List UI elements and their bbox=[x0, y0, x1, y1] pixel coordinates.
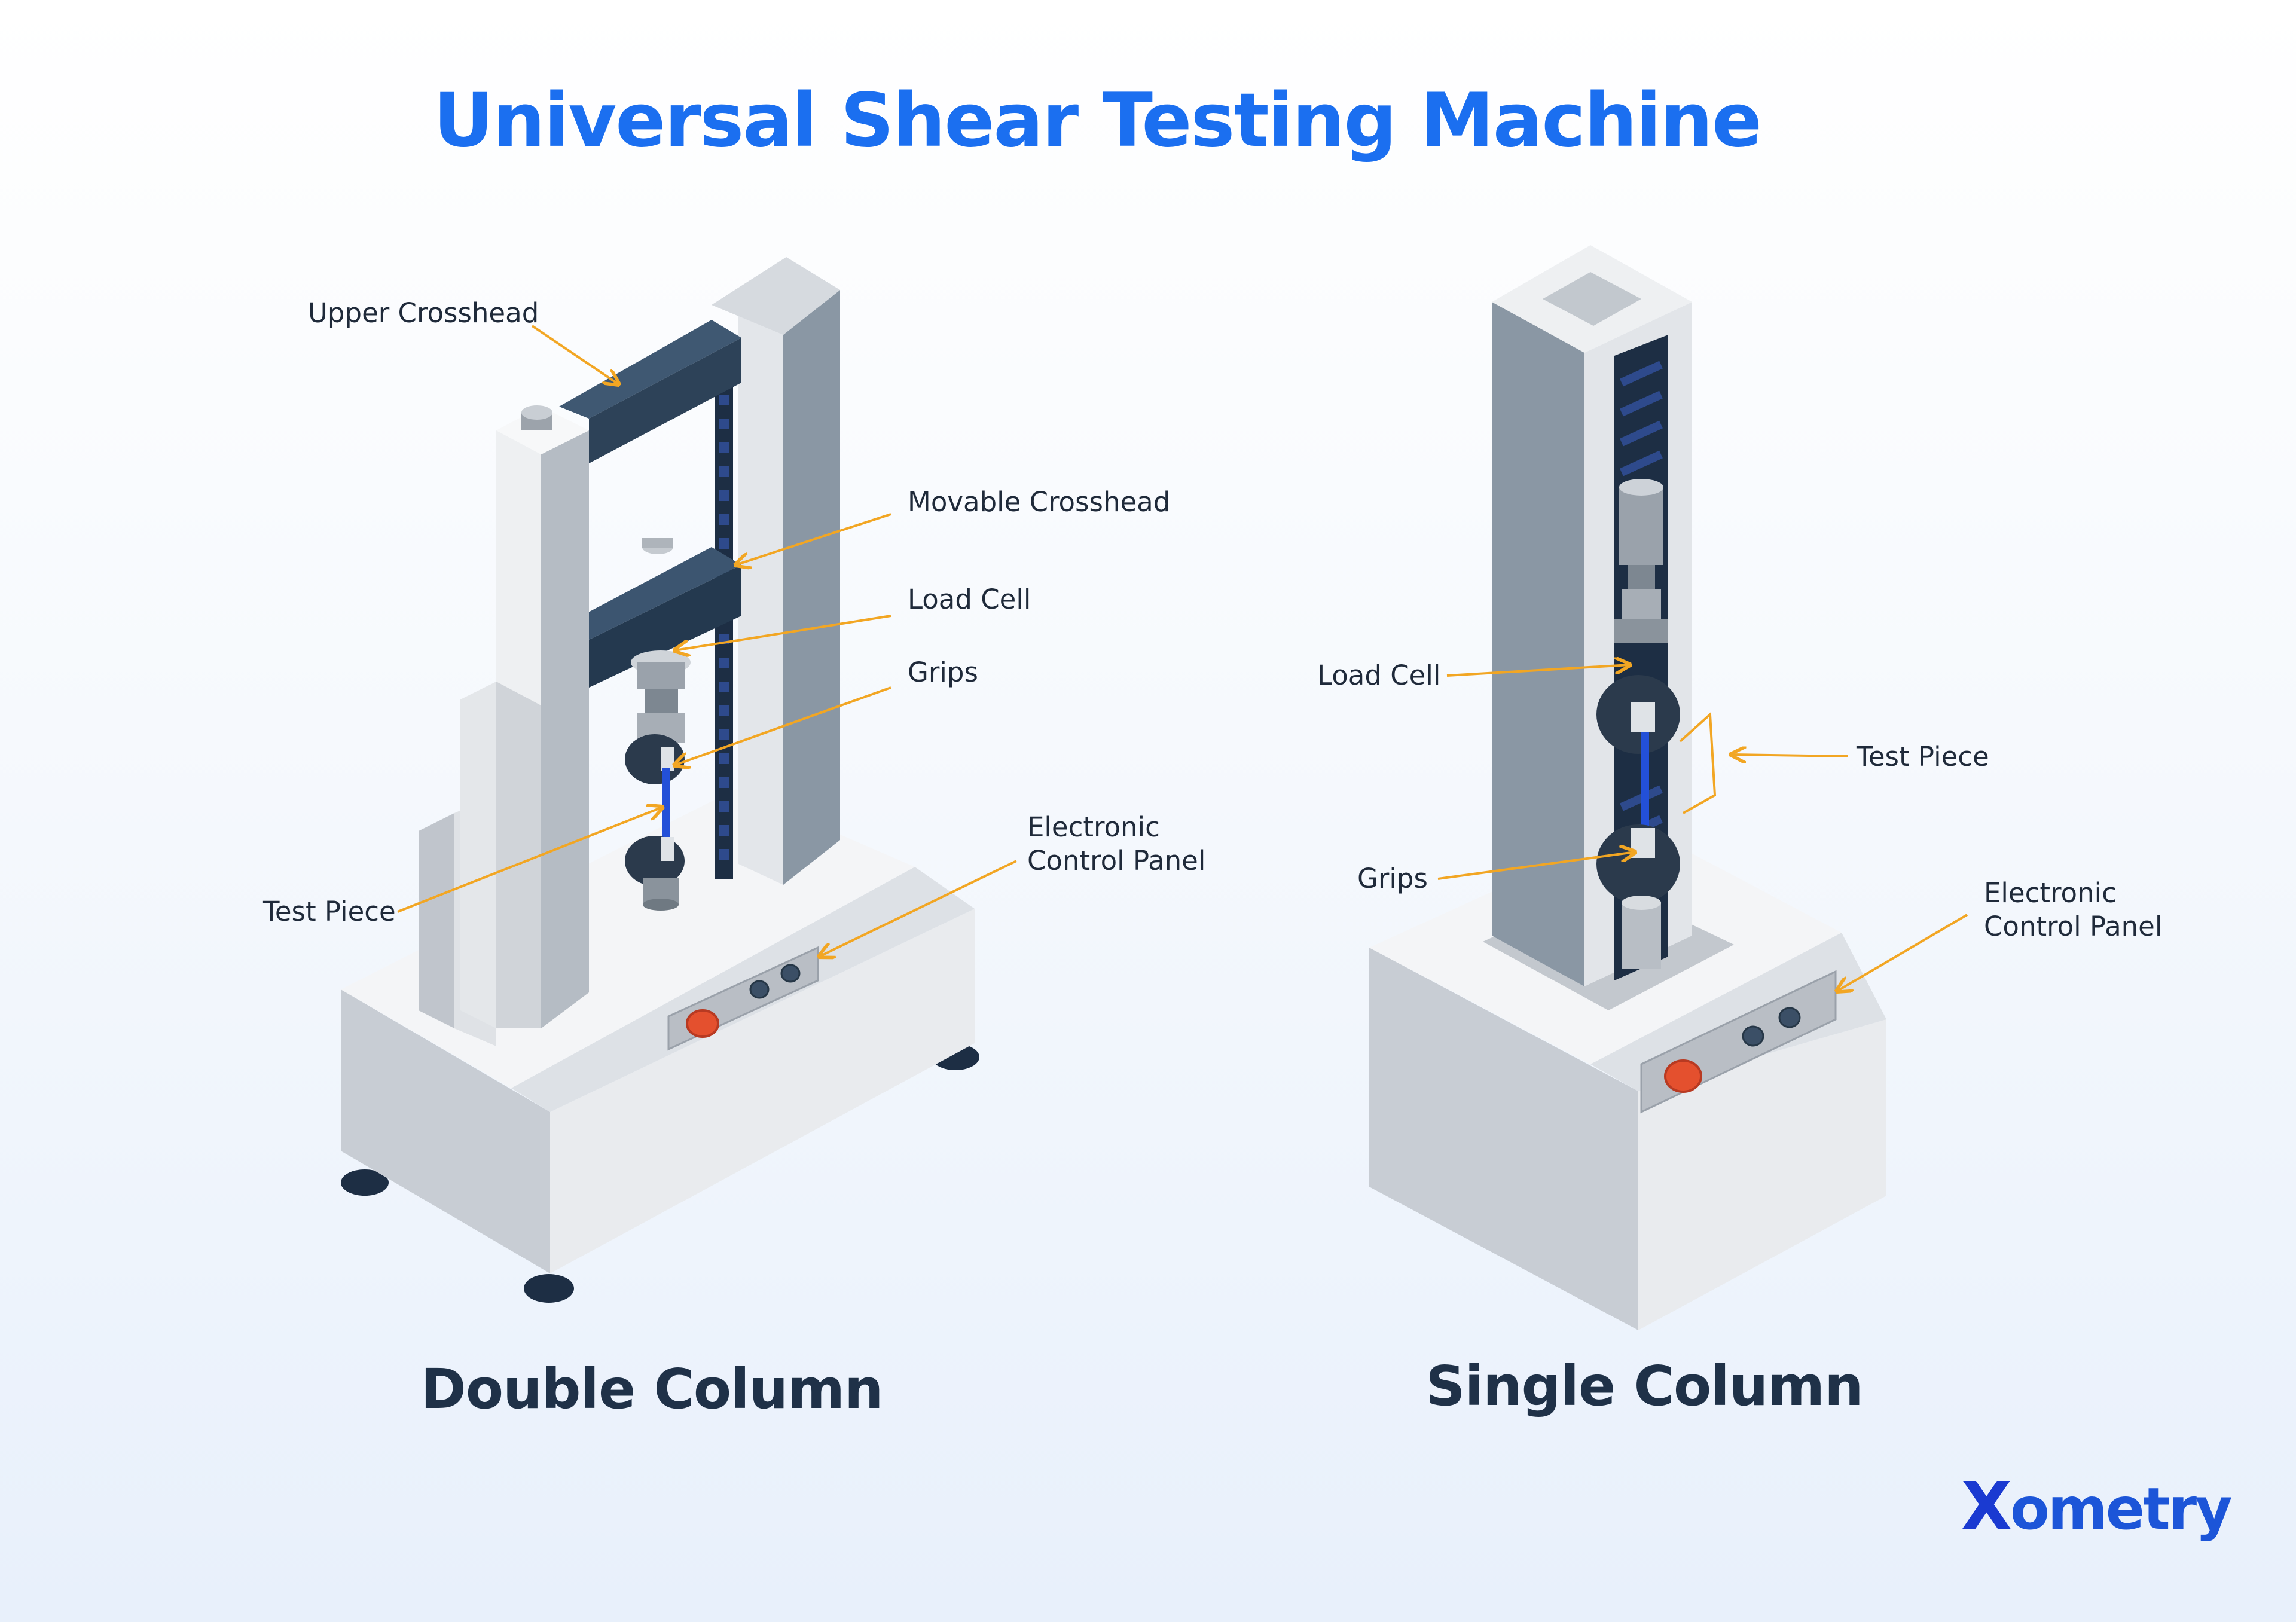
label-control-panel: Electronic Control Panel bbox=[1984, 876, 2162, 943]
base-front-right-face bbox=[550, 909, 975, 1273]
column-left-face bbox=[1492, 302, 1584, 986]
label-test-piece: Test Piece bbox=[1857, 741, 1989, 772]
caption-single-column: Single Column bbox=[1425, 1354, 1863, 1418]
double-column-machine bbox=[341, 257, 979, 1303]
label-control-panel-line2: Control Panel bbox=[1984, 911, 2163, 942]
base-left-face bbox=[1369, 948, 1638, 1330]
logo-mark: X bbox=[1961, 1468, 2012, 1544]
label-control-panel-line1: Electronic bbox=[1027, 811, 1160, 843]
base-right-face bbox=[1638, 1019, 1886, 1330]
page-title: Universal Shear Testing Machine bbox=[433, 78, 1762, 164]
leader-lines bbox=[397, 325, 1968, 991]
stop-button bbox=[1664, 1059, 1702, 1093]
label-test-piece: Test Piece bbox=[263, 896, 396, 927]
label-control-panel-line1: Electronic bbox=[1984, 877, 2117, 909]
right-column-front bbox=[738, 311, 783, 885]
logo-wordmark: ometry bbox=[2010, 1476, 2233, 1542]
caption-double-column: Double Column bbox=[420, 1357, 884, 1421]
label-control-panel-line2: Control Panel bbox=[1027, 845, 1206, 876]
single-column-machine bbox=[1369, 245, 1886, 1330]
xometry-logo: Xometry bbox=[1961, 1468, 2233, 1544]
test-piece-rod bbox=[1641, 732, 1649, 846]
label-upper-crosshead: Upper Crosshead bbox=[308, 297, 539, 329]
label-load-cell: Load Cell bbox=[1317, 659, 1441, 691]
upper-grip bbox=[625, 734, 685, 784]
base-slope-face bbox=[1590, 933, 1886, 1091]
label-load-cell: Load Cell bbox=[908, 584, 1031, 615]
label-grips: Grips bbox=[908, 656, 978, 688]
lower-grip bbox=[1596, 824, 1680, 903]
label-grips: Grips bbox=[1357, 863, 1428, 894]
upper-crosshead bbox=[589, 338, 741, 463]
base-front-left-face bbox=[341, 989, 550, 1273]
stop-button bbox=[686, 1009, 719, 1038]
label-movable-crosshead: Movable Crosshead bbox=[908, 486, 1171, 518]
label-control-panel: Electronic Control Panel bbox=[1027, 811, 1205, 878]
movable-crosshead bbox=[589, 565, 741, 688]
